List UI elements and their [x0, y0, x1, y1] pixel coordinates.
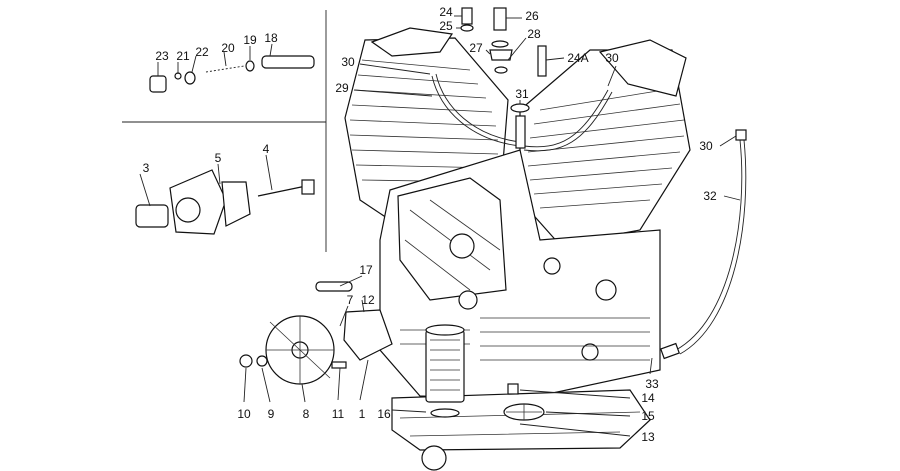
oil-pipe-right	[523, 89, 613, 152]
top-sensors	[460, 7, 547, 77]
leader-lines	[139, 15, 741, 437]
part-label-15: 15	[641, 409, 655, 423]
part-label-9: 9	[268, 407, 275, 421]
part-label-28: 28	[527, 27, 541, 41]
part-label-27: 27	[469, 41, 483, 55]
part-label-5: 5	[215, 151, 222, 165]
part-label-11: 11	[332, 407, 345, 421]
pump-inset	[135, 169, 315, 235]
part-label-25: 25	[439, 19, 453, 33]
part-label-21: 21	[176, 49, 190, 63]
oil-pipe-29	[431, 73, 521, 147]
engine-block	[344, 27, 691, 471]
part-label-7: 7	[347, 293, 354, 307]
part-label-26: 26	[525, 9, 539, 23]
part-label-22: 22	[195, 45, 209, 59]
part-label-1: 1	[359, 407, 366, 421]
part-label-17: 17	[359, 263, 373, 277]
part-label-19: 19	[243, 33, 257, 47]
part-label-18: 18	[264, 31, 278, 45]
part-label-30-right: 30	[605, 51, 619, 65]
part-label-3: 3	[143, 161, 150, 175]
part-label-8: 8	[303, 407, 310, 421]
part-label-20: 20	[221, 41, 235, 55]
part-label-12: 12	[361, 293, 375, 307]
inset-frame	[122, 10, 327, 252]
oil-pipe-32	[660, 129, 747, 360]
banjo-fitting-31	[510, 103, 530, 149]
part-label-24: 24	[439, 5, 453, 19]
part-label-31: 31	[515, 87, 529, 101]
part-label-32: 32	[703, 189, 717, 203]
part-label-23: 23	[155, 49, 169, 63]
part-labels: 3 5 4 23 21 22 20 19 18 24 25 26 28 27 2…	[143, 5, 717, 444]
part-label-4: 4	[263, 142, 270, 156]
part-label-10: 10	[237, 407, 251, 421]
part-label-24a: 24A	[567, 51, 588, 65]
part-label-16: 16	[377, 407, 391, 421]
relief-valve-inset	[149, 55, 315, 93]
part-label-33: 33	[645, 377, 659, 391]
part-label-13: 13	[641, 430, 655, 444]
part-label-30-pipe: 30	[699, 139, 713, 153]
part-label-14: 14	[641, 391, 655, 405]
part-label-30-left: 30	[341, 55, 355, 69]
part-label-29: 29	[335, 81, 349, 95]
pump-gear-group	[239, 281, 393, 385]
